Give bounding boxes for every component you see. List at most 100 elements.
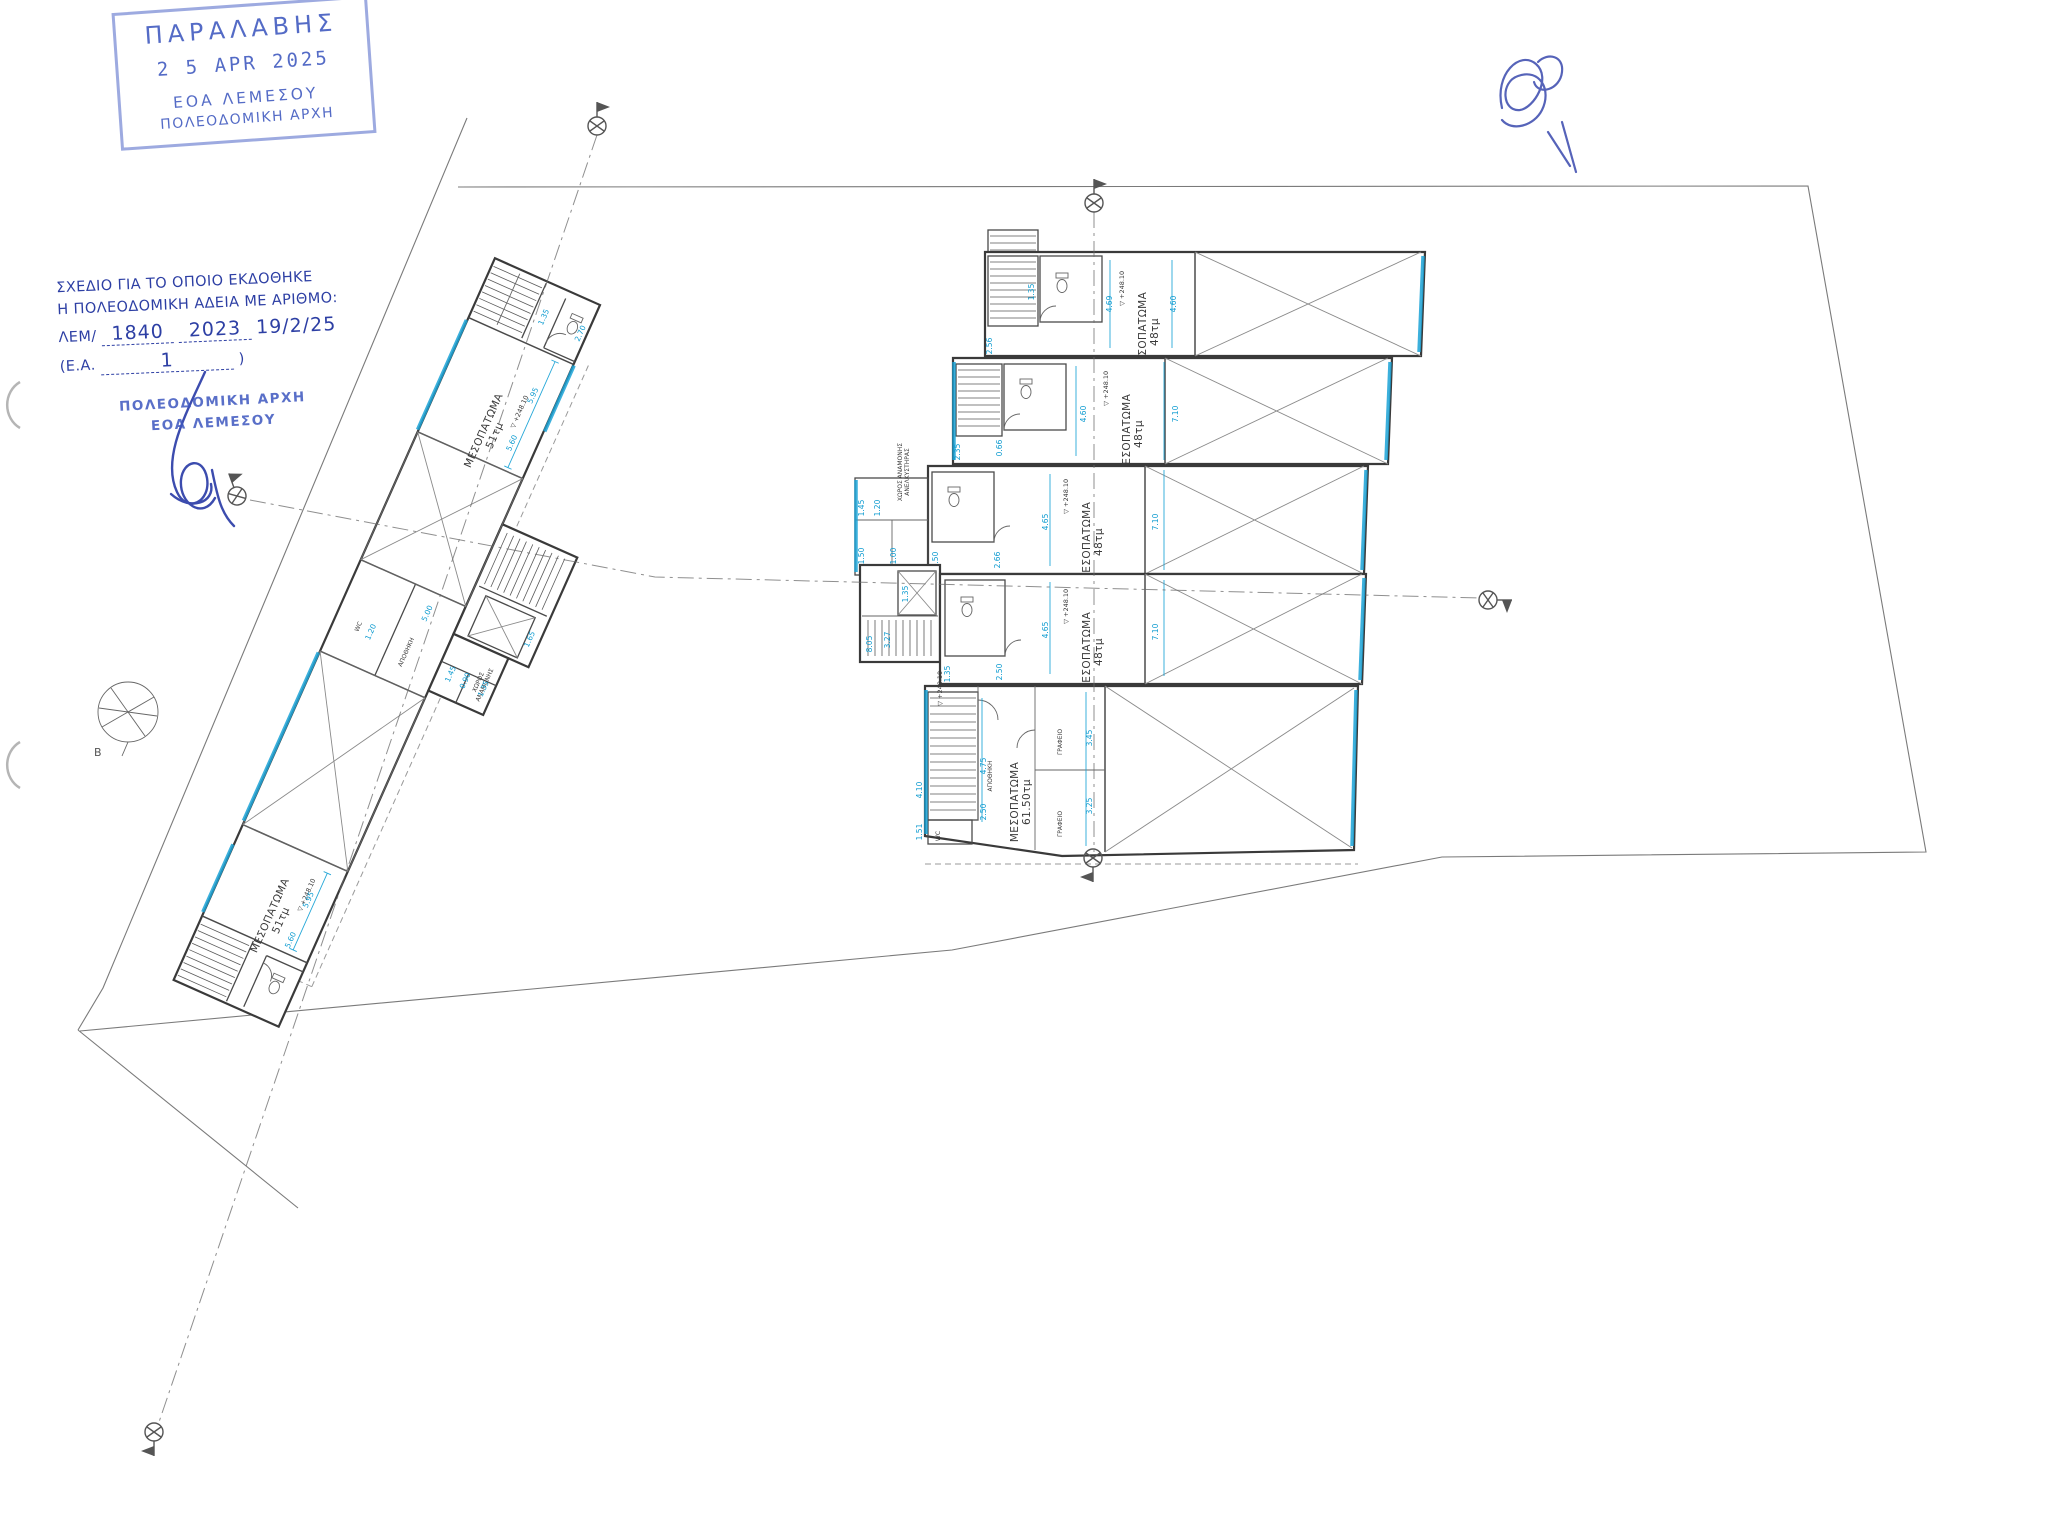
- dimension-label: 1.50: [931, 551, 940, 568]
- void-x: [1104, 685, 1355, 853]
- svg-text:▽+248.10: ▽+248.10: [936, 671, 944, 706]
- svg-text:1.50: 1.50: [931, 551, 940, 568]
- dimension-label: 4.10: [915, 781, 924, 798]
- svg-text:ΜΕΣΟΠΑΤΩΜΑ48τμ: ΜΕΣΟΠΑΤΩΜΑ48τμ: [1121, 393, 1145, 474]
- dimension-label: 4.60: [1079, 405, 1088, 422]
- level-tag: ▽ +248.10: [1102, 371, 1110, 406]
- bathroom: [931, 471, 995, 543]
- stair: [955, 363, 1003, 437]
- section-marker-5: [1080, 848, 1103, 882]
- unit-outline: [983, 250, 1427, 358]
- permit-year: 2023: [178, 316, 252, 343]
- svg-text:ΜΕΣΟΠΑΤΩΜΑ61.50τμ: ΜΕΣΟΠΑΤΩΜΑ61.50τμ: [1009, 761, 1033, 842]
- svg-text:ΧΩΡΟΣ ΑΝΑΜΟΝΗΣΑΝΕΛΚΥΣΤΗΡΑΣ: ΧΩΡΟΣ ΑΝΑΜΟΝΗΣΑΝΕΛΚΥΣΤΗΡΑΣ: [897, 443, 911, 501]
- section-line-a: [157, 134, 598, 1426]
- level-icon: ▽: [1102, 401, 1110, 406]
- svg-text:ΓΡΑΦΕΙΟ: ΓΡΑΦΕΙΟ: [1057, 729, 1064, 755]
- dimension-label: 2.66: [993, 551, 1002, 568]
- level-value: +248.10: [1062, 479, 1070, 507]
- svg-text:1.45: 1.45: [857, 499, 866, 516]
- svg-text:0.66: 0.66: [995, 439, 1004, 456]
- svg-text:2.56: 2.56: [985, 337, 994, 354]
- unit-name: ΜΕΣΟΠΑΤΩΜΑ: [1121, 393, 1133, 474]
- wall-highlight: [1358, 577, 1366, 681]
- svg-text:2.66: 2.66: [993, 551, 1002, 568]
- svg-text:4.69: 4.69: [1105, 295, 1114, 312]
- dimension-label: 7.10: [1151, 513, 1160, 530]
- svg-text:2.50: 2.50: [979, 803, 988, 820]
- svg-text:7.10: 7.10: [1171, 405, 1180, 422]
- void-x: [1164, 357, 1389, 465]
- receipt-stamp-date: 2 5 APR 2025: [156, 47, 331, 82]
- unit-label: ΜΕΣΟΠΑΤΩΜΑ48τμ: [1081, 501, 1105, 582]
- svg-text:1.00: 1.00: [889, 547, 898, 564]
- unit-name: ΜΕΣΟΠΑΤΩΜΑ: [1081, 611, 1093, 692]
- svg-text:ΜΕΣΟΠΑΤΩΜΑ48τμ: ΜΕΣΟΠΑΤΩΜΑ48τμ: [1081, 611, 1105, 692]
- unit-strip-4: ΜΕΣΟΠΑΤΩΜΑ48τμ ▽ +248.10 7.10 4.65 1.35 2…: [938, 572, 1368, 692]
- wall-highlight: [1417, 255, 1425, 353]
- level-value: +248.10: [1062, 589, 1070, 617]
- void-x: [1194, 251, 1422, 357]
- unit-label: ΜΕΣΟΠΑΤΩΜΑ48τμ: [1081, 611, 1105, 692]
- section-marker-3: [227, 473, 247, 506]
- section-marker-1: [587, 102, 610, 136]
- svg-text:WC: WC: [935, 831, 942, 841]
- dimension-label: 4.65: [1041, 621, 1050, 638]
- dimension-label: 1.45: [857, 499, 866, 516]
- dimension-label: 1.20: [873, 499, 882, 516]
- bathroom: [1003, 363, 1067, 431]
- waiting-line2: ΑΝΕΛΚΥΣΤΗΡΑΣ: [904, 448, 911, 496]
- unit-strip-2: ΜΕΣΟΠΑΤΩΜΑ48τμ ▽ +248.10 7.10 4.60 2.35 0…: [951, 356, 1394, 474]
- svg-text:ΜΕΣΟΠΑΤΩΜΑ48τμ: ΜΕΣΟΠΑΤΩΜΑ48τμ: [1137, 291, 1161, 372]
- dimension-label: 0.66: [995, 439, 1004, 456]
- receipt-stamp: ΠΑΡΑΛΑΒΗΣ 2 5 APR 2025 ΕΟΑ ΛΕΜΕΣΟΥ ΠΟΛΕΟ…: [111, 0, 377, 151]
- unit-strip-3: ΜΕΣΟΠΑΤΩΜΑ48τμ ▽ +248.10 ΧΩΡΟΣ ΑΝΑΜΟΝΗΣΑΝ…: [854, 443, 1370, 582]
- dimension-label: 4.65: [1041, 513, 1050, 530]
- door-arc: [1039, 305, 1057, 323]
- unit-label: ΜΕΣΟΠΑΤΩΜΑ61.50τμ: [1009, 761, 1033, 842]
- permit-date: 19/2/25: [255, 313, 337, 339]
- level-tag: ▽+248.10: [936, 671, 944, 706]
- dimension-label: 7.10: [1151, 623, 1160, 640]
- room-label-waiting: ΧΩΡΟΣ ΑΝΑΜΟΝΗΣΑΝΕΛΚΥΣΤΗΡΑΣ: [897, 443, 911, 501]
- unit-name: ΜΕΣΟΠΑΤΩΜΑ: [1009, 761, 1021, 842]
- permit-number: 1840: [101, 320, 175, 347]
- svg-text:2.50: 2.50: [995, 663, 1004, 680]
- dimension-label: 4.69: [1105, 295, 1114, 312]
- bathroom-top: [545, 312, 584, 343]
- unit-name: ΜΕΣΟΠΑΤΩΜΑ: [1137, 291, 1149, 372]
- section-marker-6: [141, 1422, 164, 1456]
- unit-area: 48τμ: [1093, 638, 1105, 666]
- svg-text:▽+248.10: ▽ +248.10: [1102, 371, 1110, 406]
- room-partitions: [977, 686, 1105, 850]
- room-label-storage: ΑΠΟΘΗΚΗ: [987, 760, 994, 791]
- section-marker-4: [1478, 590, 1512, 613]
- unit-outline: [938, 572, 1368, 686]
- svg-text:WC: WC: [354, 621, 365, 633]
- level-icon: ▽: [1062, 509, 1070, 514]
- dimension-label: 1.00: [889, 547, 898, 564]
- dimension-label: 2.35: [953, 443, 962, 460]
- unit-label: ΜΕΣΟΠΑΤΩΜΑ48τμ: [1121, 393, 1145, 474]
- room-label-office: ΓΡΑΦΕΙΟ: [1057, 729, 1064, 755]
- dimension-label: 1.50: [857, 547, 866, 564]
- core-stairs: [484, 532, 566, 610]
- dimension-label: 1.51: [915, 823, 924, 840]
- svg-text:4.60: 4.60: [1169, 295, 1178, 312]
- dimension-line: [1075, 362, 1165, 460]
- level-icon: ▽: [296, 905, 305, 913]
- unit-name: ΜΕΣΟΠΑΤΩΜΑ: [1081, 501, 1093, 582]
- level-value: +248.10: [936, 671, 944, 699]
- room-label-wc: WC: [354, 621, 365, 633]
- waiting-line1: ΧΩΡΟΣ ΑΝΑΜΟΝΗΣ: [897, 443, 904, 501]
- dimension-label: 3.45: [1085, 729, 1094, 746]
- core-stair-treads: [867, 620, 932, 656]
- section-marker-2: [1084, 179, 1107, 213]
- dimension-label: 8.05: [865, 635, 874, 652]
- dimension-label: 3.25: [1085, 797, 1094, 814]
- level-value: +248.10: [1102, 371, 1110, 399]
- level-icon: ▽: [1118, 301, 1126, 306]
- dimension-line: [1049, 470, 1165, 570]
- dimension-label: 1.35: [943, 665, 952, 682]
- level-icon: ▽: [1062, 619, 1070, 624]
